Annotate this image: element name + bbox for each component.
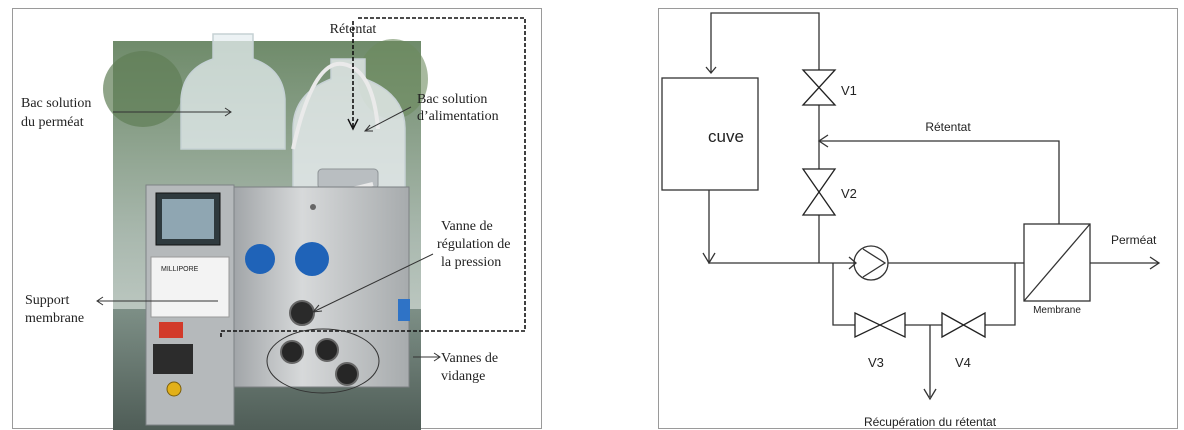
valve-v2 xyxy=(801,168,837,216)
label-bac-alim-2: d’alimentation xyxy=(417,109,499,124)
control-panel xyxy=(145,184,235,426)
label-v3: V3 xyxy=(868,355,884,370)
photo-panel: MILLIPORE xyxy=(12,8,542,430)
label-v4: V4 xyxy=(955,355,971,370)
retentate-arrow xyxy=(817,134,829,148)
blue-connector xyxy=(398,299,410,321)
permeate-bottle xyxy=(180,33,286,150)
label-bac-permeat-1: Bac solution xyxy=(21,96,91,111)
label-support-2: membrane xyxy=(25,311,84,326)
label-vidange-1: Vannes de xyxy=(441,351,498,366)
tank-label: cuve xyxy=(708,127,744,146)
label-retentat: Rétentat xyxy=(330,22,377,37)
pump-inlet-arrow xyxy=(848,256,857,270)
label-vanne-reg-2: régulation de xyxy=(437,237,510,252)
label-membrane: Membrane xyxy=(1033,305,1081,316)
drain-branch-right xyxy=(985,263,1016,326)
pump-symbol xyxy=(862,248,887,278)
return-arrow xyxy=(705,66,717,75)
valve-v1 xyxy=(801,69,837,106)
label-v1: V1 xyxy=(841,83,857,98)
label-vidange-2: vidange xyxy=(441,369,485,384)
retentate-dashed-loop xyxy=(220,17,526,339)
label-v2: V2 xyxy=(841,186,857,201)
membrane-diagonal xyxy=(1023,223,1091,302)
permeate-arrow xyxy=(1149,256,1161,270)
schematic-panel: cuve V1 V2 V3 V4 Rétentat Perméat Membra… xyxy=(658,8,1178,429)
drain-valve-knobs xyxy=(280,338,359,386)
label-support-1: Support xyxy=(25,293,69,308)
return-pipe xyxy=(710,12,820,109)
process-schematic: cuve V1 V2 V3 V4 Rétentat Perméat Membra… xyxy=(661,12,1161,429)
label-vanne-reg-1: Vanne de xyxy=(441,219,493,234)
label-retentat: Rétentat xyxy=(925,120,971,134)
label-recuperation: Récupération du rétentat xyxy=(864,415,997,429)
pump xyxy=(853,245,889,281)
retentate-line xyxy=(819,140,1060,224)
label-bac-permeat-2: du perméat xyxy=(21,115,84,130)
annotation-arrows xyxy=(96,106,441,394)
photo-figure: MILLIPORE xyxy=(21,17,526,430)
label-permeat: Perméat xyxy=(1111,233,1157,247)
label-vanne-reg-3: la pression xyxy=(441,255,501,270)
label-bac-alim-1: Bac solution xyxy=(417,92,487,107)
regulation-valve-knob xyxy=(289,300,315,326)
recovery-arrow xyxy=(923,388,937,401)
valve-v3 xyxy=(854,311,906,339)
valve-v4 xyxy=(941,311,986,339)
drain-branch-left xyxy=(832,263,855,326)
feed-arrow xyxy=(702,252,716,265)
brand-label: MILLIPORE xyxy=(161,266,199,273)
tank xyxy=(661,77,759,191)
safety-icon xyxy=(295,242,329,276)
safety-icon xyxy=(245,244,275,274)
feed-pipe xyxy=(708,190,855,264)
